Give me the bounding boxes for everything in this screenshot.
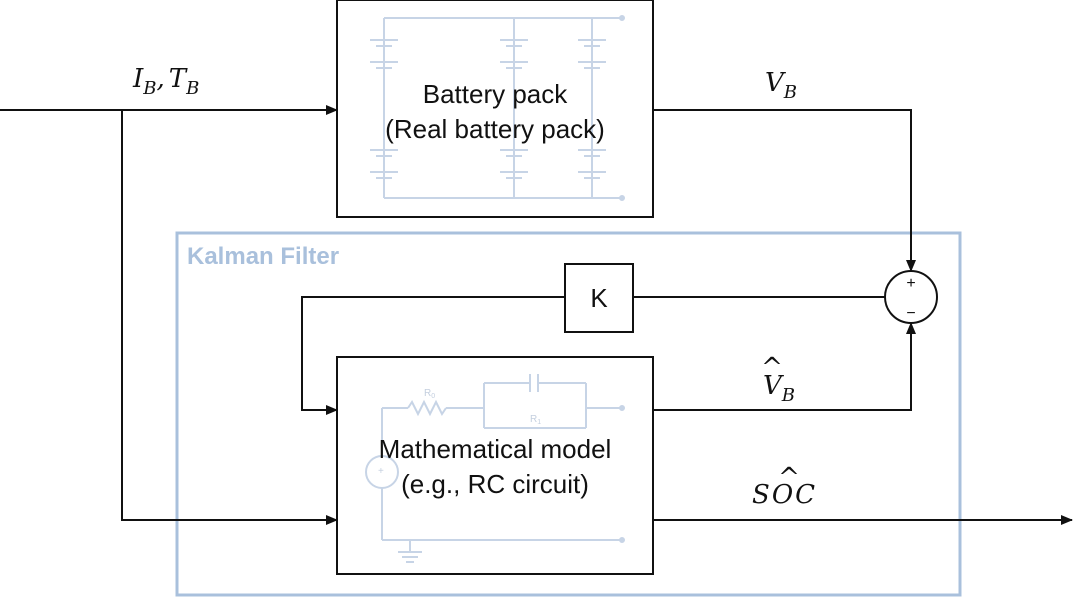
input-label: IB,TB [132,64,199,99]
svg-text:VB: VB [763,371,795,406]
estimated-voltage-hat: ^ [761,353,783,383]
math-model-sublabel: (e.g., RC circuit) [401,469,589,499]
gain-feedback-line [301,296,565,415]
kalman-filter-region [175,231,962,597]
measured-voltage-line [653,109,916,272]
signal-lines [0,105,1073,525]
soc-estimate-label: SOC ^ [752,463,815,510]
input-branch-line [121,110,338,525]
battery-cells-icon [370,15,625,201]
r0-label: R0 [424,388,435,400]
gain-k-block: K [564,263,634,333]
svg-text:SOC: SOC [752,480,815,510]
estimated-voltage-line [653,322,916,411]
gain-k-label: K [590,283,608,313]
battery-pack-label: Battery pack [423,79,569,109]
battery-pack-block: Battery pack (Real battery pack) [336,0,654,218]
measured-voltage-label: VB [765,68,797,103]
battery-pack-sublabel: (Real battery pack) [385,114,605,144]
soc-hat: ^ [778,463,800,493]
math-model-block: R0 R1 + Mathematical model (e.g., RC cir… [336,356,654,575]
rc-circuit-icon [365,374,625,563]
summing-junction: + − [884,270,938,324]
minus-sign: − [906,305,915,322]
estimated-voltage-label: ^ VB [761,353,795,406]
plus-sign: + [906,275,915,292]
r1-label: R1 [530,414,541,426]
source-plus-label: + [378,466,384,477]
math-model-label: Mathematical model [379,434,612,464]
kalman-filter-title: Kalman Filter [187,243,339,270]
